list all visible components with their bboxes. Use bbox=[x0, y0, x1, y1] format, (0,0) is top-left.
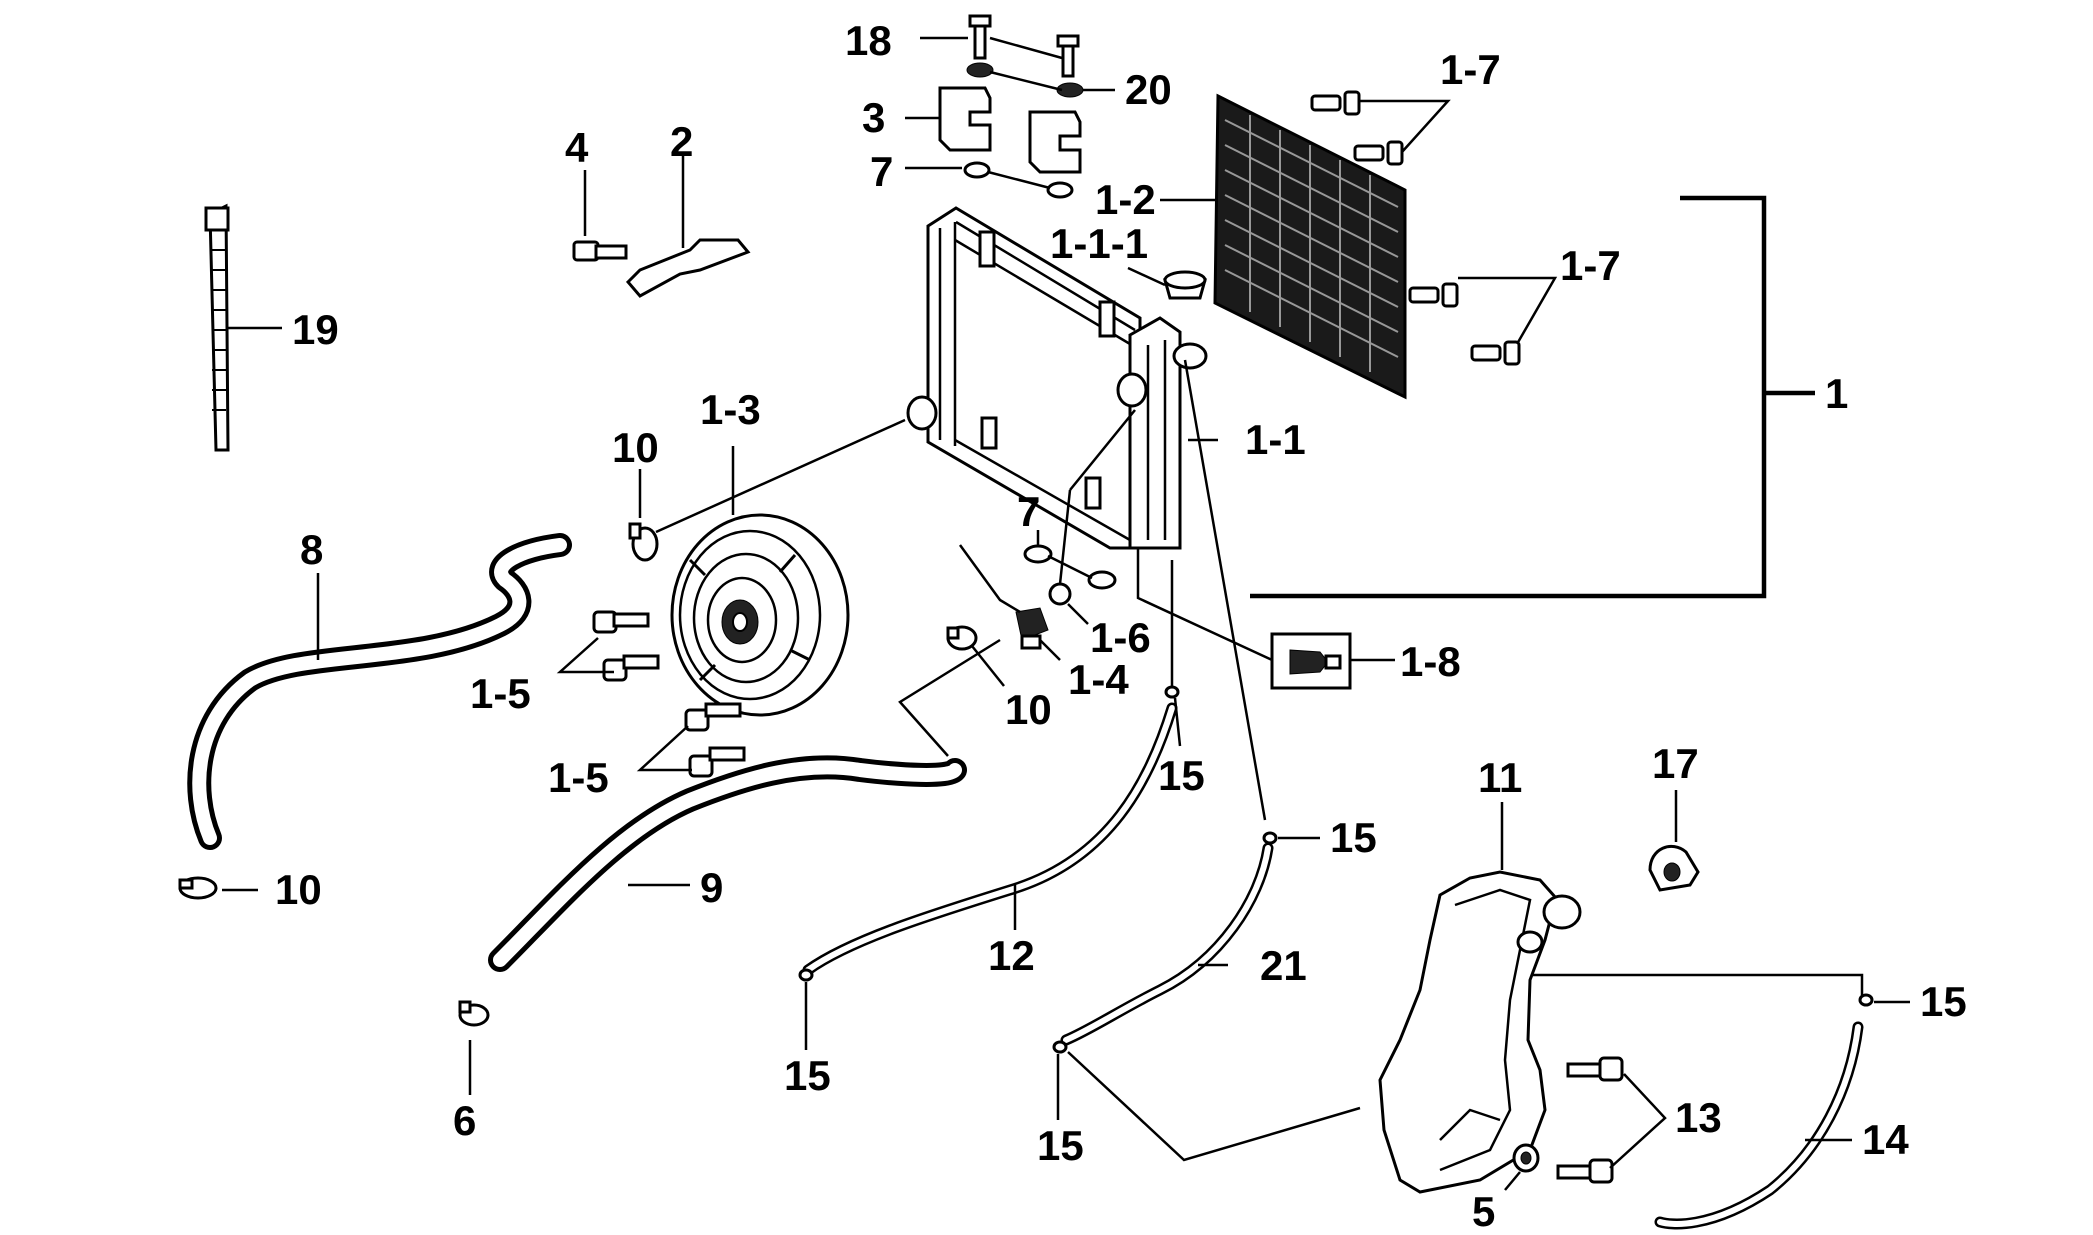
label-bolt-1-7-side: 1-7 bbox=[1560, 242, 1621, 289]
label-clamp-10-lower: 10 bbox=[275, 866, 322, 913]
label-clamp-6: 6 bbox=[453, 1097, 476, 1144]
label-bolt-13: 13 bbox=[1675, 1094, 1722, 1141]
thermo-switch bbox=[958, 544, 1061, 661]
tube-21 bbox=[1060, 359, 1274, 1046]
radiator-cap bbox=[1127, 266, 1207, 300]
label-fan-1-3: 1-3 bbox=[700, 386, 761, 433]
label-tube-14: 14 bbox=[1862, 1116, 1909, 1163]
washer-5 bbox=[1504, 1143, 1540, 1191]
label-bolt-1-7-top: 1-7 bbox=[1440, 46, 1501, 93]
bolt-1-5-lower-pair bbox=[636, 702, 746, 778]
label-tube-21: 21 bbox=[1260, 942, 1307, 989]
assembly-1-bracket bbox=[1250, 195, 1815, 599]
label-radiator-screen: 1-2 bbox=[1095, 176, 1156, 223]
label-tube-12: 12 bbox=[988, 932, 1035, 979]
cable-tie-19 bbox=[204, 203, 282, 452]
tube-14 bbox=[1654, 1021, 1864, 1230]
washer-7-pair bbox=[905, 161, 1074, 199]
label-clip-15-c: 15 bbox=[784, 1052, 831, 1099]
clamp-6 bbox=[458, 1000, 490, 1095]
radiator-screen bbox=[1160, 93, 1407, 400]
label-washer-5: 5 bbox=[1472, 1188, 1495, 1235]
clamp-10-lower bbox=[178, 876, 258, 900]
label-bolt-1-5-lower: 1-5 bbox=[548, 754, 609, 801]
label-radiator-cap: 1-1-1 bbox=[1050, 220, 1148, 267]
label-clip-15-b: 15 bbox=[1330, 814, 1377, 861]
label-thermo-switch: 1-4 bbox=[1068, 656, 1129, 703]
washer-20-pair bbox=[966, 62, 1115, 98]
bracket-3-pair bbox=[905, 86, 1082, 174]
cooling-fan bbox=[670, 446, 850, 717]
label-radiator-core: 1-1 bbox=[1245, 416, 1306, 463]
label-bolt-1-5-upper: 1-5 bbox=[470, 670, 531, 717]
radiator-core bbox=[906, 206, 1218, 550]
label-bolt-18: 18 bbox=[845, 17, 892, 64]
label-reserve-tank: 11 bbox=[1478, 754, 1522, 801]
bolt-1-7-side-pair bbox=[1408, 276, 1558, 366]
label-cap-17: 17 bbox=[1652, 740, 1699, 787]
bolt-13-pair bbox=[1556, 1056, 1667, 1184]
o-ring-1-6 bbox=[1048, 409, 1136, 625]
bolt-4 bbox=[572, 170, 628, 262]
cap-17 bbox=[1648, 790, 1700, 892]
washer-7-lower-pair bbox=[1023, 530, 1117, 590]
part-labels: 18 20 3 7 1-7 1-2 1-1-1 1-7 1 4 2 19 1-3… bbox=[275, 17, 1967, 1235]
label-bracket-3: 3 bbox=[862, 94, 885, 141]
hose-9 bbox=[488, 638, 1001, 972]
stay-2 bbox=[625, 155, 751, 298]
label-washer-20: 20 bbox=[1125, 66, 1172, 113]
label-bolt-4: 4 bbox=[565, 124, 589, 171]
label-clamp-10-switch: 10 bbox=[1005, 686, 1052, 733]
bolt-1-7-top-pair bbox=[1310, 90, 1451, 166]
label-washer-7-top: 7 bbox=[870, 148, 893, 195]
bolt-18-pair bbox=[920, 14, 1080, 78]
label-hose-9: 9 bbox=[700, 864, 723, 911]
label-clip-15-e: 15 bbox=[1920, 978, 1967, 1025]
label-cable-tie-19: 19 bbox=[292, 306, 339, 353]
label-o-ring-1-6: 1-6 bbox=[1090, 614, 1151, 661]
label-clip-15-a: 15 bbox=[1158, 752, 1205, 799]
drain-plug bbox=[1136, 548, 1395, 690]
label-hose-8: 8 bbox=[300, 526, 323, 573]
label-drain-plug: 1-8 bbox=[1400, 638, 1461, 685]
clamp-10-switch bbox=[946, 625, 1005, 687]
tube-12 bbox=[802, 702, 1178, 976]
reserve-tank bbox=[1378, 802, 1582, 1194]
label-stay-2: 2 bbox=[670, 118, 693, 165]
label-radiator-assembly: 1 bbox=[1825, 370, 1848, 417]
clamp-10-fan bbox=[628, 418, 906, 562]
label-clamp-10-fan: 10 bbox=[612, 424, 659, 471]
bolt-1-5-upper-pair bbox=[556, 610, 660, 682]
label-clip-15-d: 15 bbox=[1037, 1122, 1084, 1169]
clips-15 bbox=[798, 560, 1910, 1162]
hose-8 bbox=[187, 533, 572, 850]
label-washer-7-lower: 7 bbox=[1017, 488, 1040, 535]
